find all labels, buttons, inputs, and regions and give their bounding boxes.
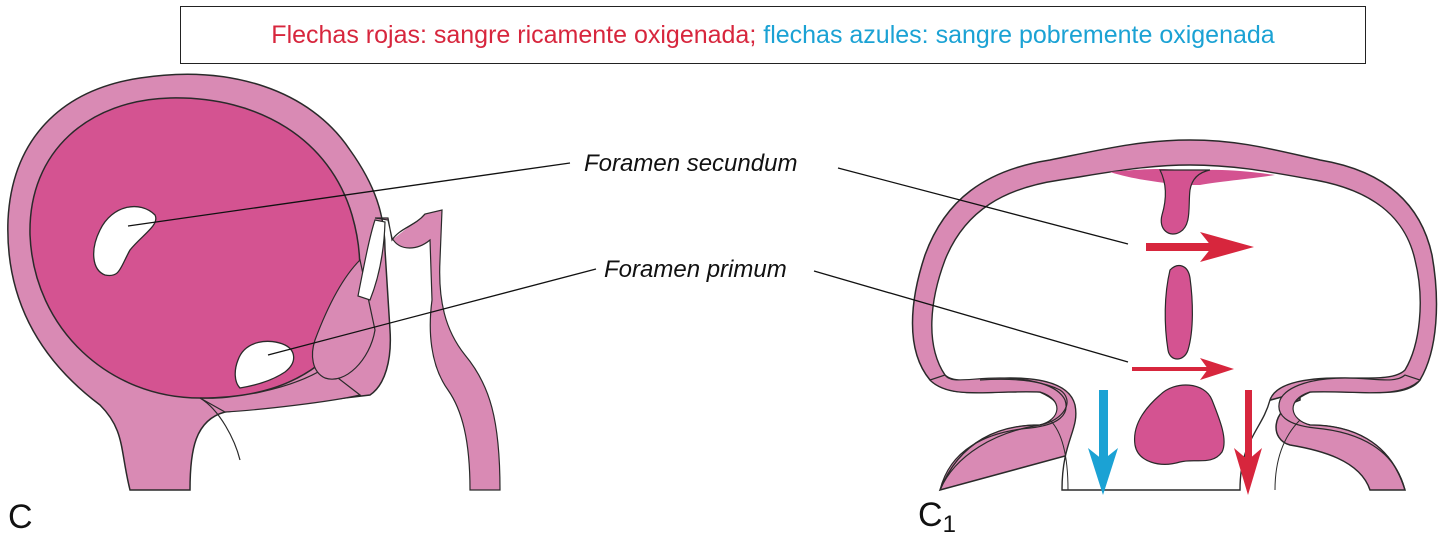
right-heart-section: [911, 139, 1438, 492]
endocardial-cushion: [1133, 384, 1225, 465]
leader-primum-right: [813, 270, 1129, 363]
legend-red-text: Flechas rojas: sangre ricamente oxigenad…: [271, 20, 757, 49]
panel-letter-c1: C1: [918, 496, 956, 539]
leader-primum-left: [267, 268, 597, 356]
septum-secundum: [1159, 169, 1211, 235]
right-lower-right-lobe: [1278, 374, 1422, 491]
red-arrow-down: [1234, 390, 1262, 495]
blue-arrow-down: [1088, 390, 1118, 495]
left-lower-tissue: [199, 367, 362, 413]
red-arrow-secundum: [1146, 232, 1254, 262]
left-foramen-primum: [234, 340, 295, 389]
left-heart-view: [7, 73, 501, 491]
panel-letter-c1-base: C: [918, 496, 943, 534]
legend-blue-text: flechas azules: sangre pobremente oxigen…: [763, 20, 1275, 49]
panel-letter-c: C: [8, 498, 33, 536]
label-foramen-secundum: Foramen secundum: [584, 150, 798, 177]
panel-letter-c1-sub: 1: [942, 511, 956, 538]
leader-secundum-left: [127, 162, 571, 227]
legend-box: Flechas rojas: sangre ricamente oxigenad…: [180, 6, 1366, 64]
red-arrow-primum: [1132, 358, 1234, 380]
leader-secundum-right: [837, 167, 1129, 245]
septum-primum: [1164, 264, 1193, 360]
label-foramen-primum: Foramen primum: [604, 256, 787, 283]
left-vessel: [374, 209, 501, 491]
